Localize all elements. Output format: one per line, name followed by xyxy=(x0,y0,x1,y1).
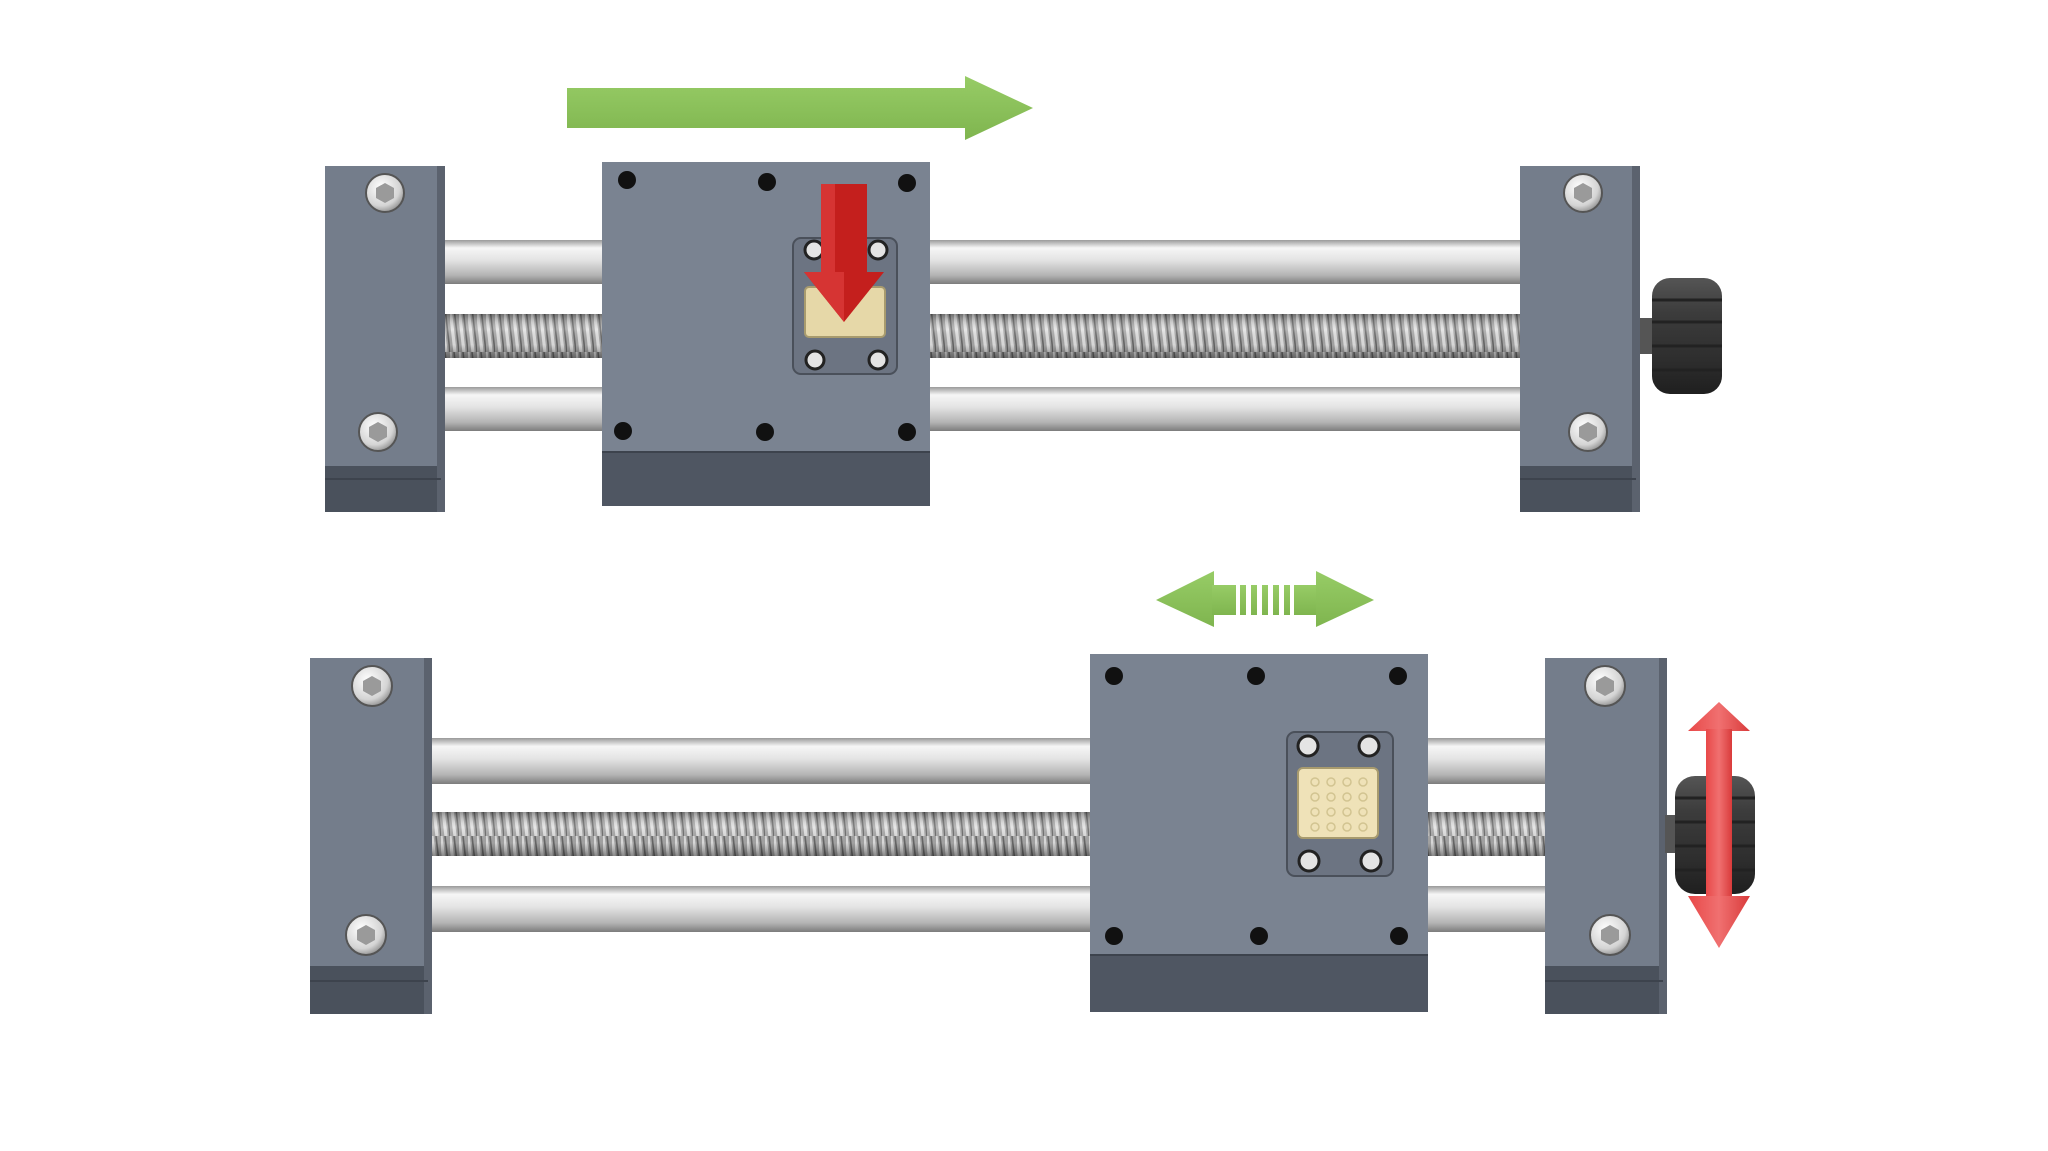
carriage-locked xyxy=(602,162,930,506)
mount-hole xyxy=(1105,927,1123,945)
end-block-right xyxy=(1520,166,1640,512)
mount-hole xyxy=(1250,927,1268,945)
hex-socket-bolt-icon xyxy=(351,665,393,707)
end-block-right xyxy=(1545,658,1667,1014)
move-both-ways-arrow-icon xyxy=(1156,571,1374,627)
end-block-left xyxy=(325,166,445,512)
turn-knob-arrow-icon xyxy=(1688,702,1750,948)
hex-socket-bolt-icon xyxy=(1359,849,1383,873)
hex-socket-bolt-icon xyxy=(1296,734,1320,758)
mount-hole xyxy=(614,422,632,440)
mount-hole xyxy=(898,174,916,192)
hex-socket-bolt-icon xyxy=(867,239,889,261)
end-block-left xyxy=(310,658,432,1014)
hex-socket-bolt-icon xyxy=(803,239,825,261)
hex-socket-bolt-icon xyxy=(1568,412,1608,452)
hex-socket-bolt-icon xyxy=(345,914,387,956)
pad-dimples xyxy=(1310,777,1368,832)
hex-socket-bolt-icon xyxy=(867,349,889,371)
hex-socket-bolt-icon xyxy=(358,412,398,452)
carriage-free xyxy=(1090,654,1428,1012)
mount-hole xyxy=(898,423,916,441)
hex-socket-bolt-icon xyxy=(1563,173,1603,213)
hex-socket-bolt-icon xyxy=(1589,914,1631,956)
hex-socket-bolt-icon xyxy=(804,349,826,371)
slide-assembly-free xyxy=(310,571,1755,1014)
hex-socket-bolt-icon xyxy=(1297,849,1321,873)
hex-socket-bolt-icon xyxy=(1357,734,1381,758)
mount-hole xyxy=(1389,667,1407,685)
mount-hole xyxy=(1247,667,1265,685)
press-down-arrow-icon xyxy=(804,184,884,322)
hex-socket-bolt-icon xyxy=(1584,665,1626,707)
hex-socket-bolt-icon xyxy=(365,173,405,213)
mount-hole xyxy=(756,423,774,441)
knurled-knob-icon[interactable] xyxy=(1640,278,1722,394)
mount-hole xyxy=(618,171,636,189)
mount-hole xyxy=(1105,667,1123,685)
mount-hole xyxy=(758,173,776,191)
mount-hole xyxy=(1390,927,1408,945)
feed-right-arrow-icon xyxy=(567,76,1033,140)
slide-assembly-locked xyxy=(325,76,1722,512)
